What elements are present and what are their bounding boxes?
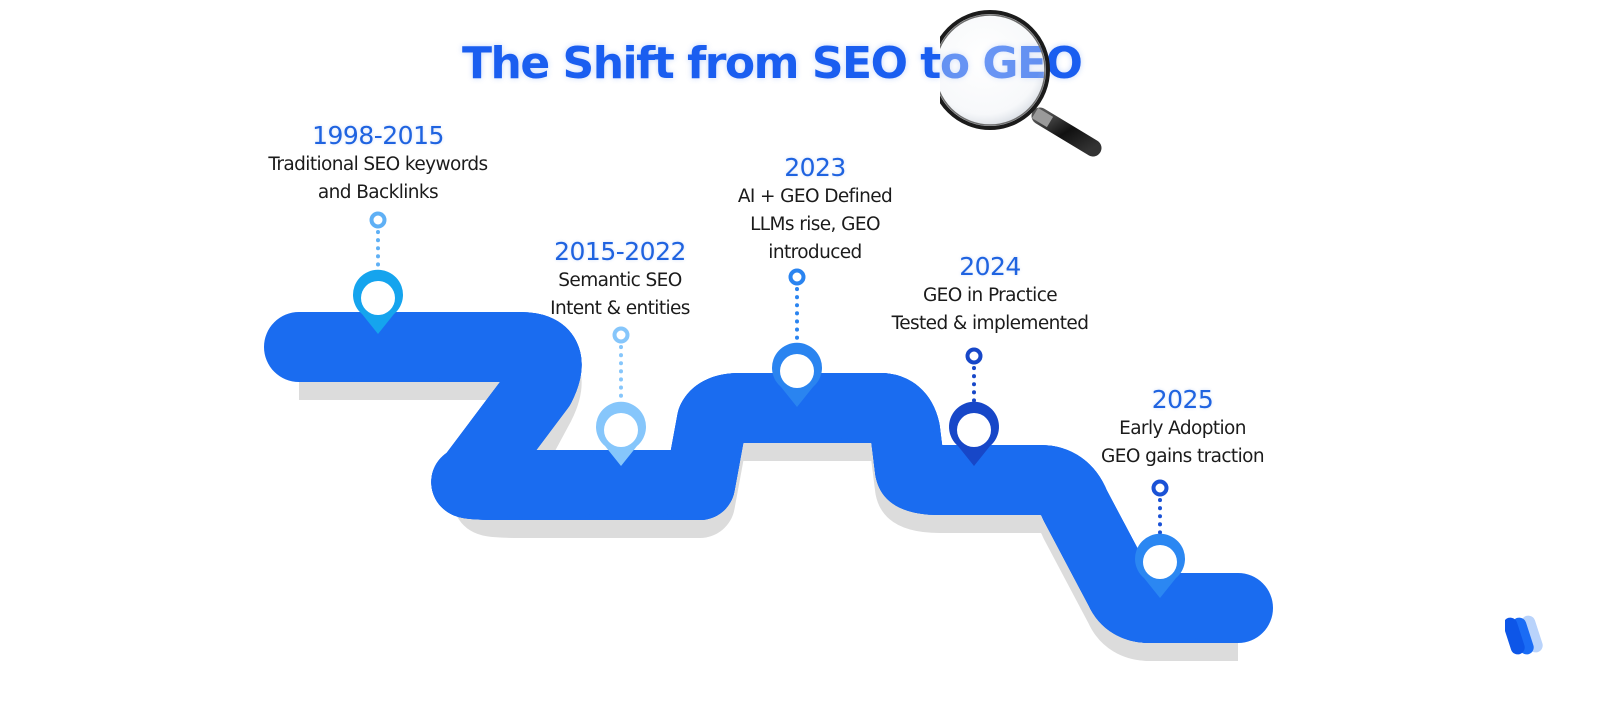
- map-pin-icon[interactable]: [1135, 479, 1185, 599]
- milestone-year: 2024: [959, 252, 1021, 281]
- milestone-year: 2023: [784, 153, 846, 182]
- milestone-description: GEO gains traction: [1101, 446, 1265, 467]
- milestone-description: Early Adoption: [1119, 418, 1246, 439]
- milestone-year: 2015-2022: [554, 237, 686, 266]
- milestone-description: Semantic SEO: [558, 270, 682, 291]
- milestone-description: Traditional SEO keywords: [268, 154, 488, 175]
- map-pin-icon[interactable]: [596, 326, 646, 467]
- map-pin-icon[interactable]: [772, 268, 822, 408]
- milestone-2023: 2023 AI + GEO Defined LLMs rise, GEO int…: [735, 153, 895, 267]
- milestone-description: LLMs rise, GEO: [750, 214, 880, 235]
- milestone-description: introduced: [768, 242, 862, 263]
- milestone-description: GEO in Practice: [922, 285, 1058, 306]
- map-pin-icon[interactable]: [949, 347, 999, 467]
- milestone-2025: 2025 Early Adoption GEO gains traction: [1090, 385, 1275, 471]
- brand-logo-icon: [1505, 615, 1543, 655]
- milestone-description: and Backlinks: [317, 182, 439, 203]
- milestone-2015-2022: 2015-2022 Semantic SEO Intent & entities: [545, 237, 695, 323]
- map-pin-icon[interactable]: [352, 211, 403, 335]
- magnifying-glass-icon: [940, 10, 1102, 157]
- milestone-description: AI + GEO Defined: [737, 186, 893, 207]
- milestone-description: Tested & implemented: [891, 313, 1089, 334]
- milestone-description: Intent & entities: [550, 298, 690, 319]
- milestone-1998-2015: 1998-2015 Traditional SEO keywords and B…: [258, 121, 498, 207]
- milestone-year: 2025: [1151, 385, 1214, 414]
- milestone-2024: 2024 GEO in Practice Tested & implemente…: [890, 252, 1090, 338]
- milestone-year: 1998-2015: [312, 121, 444, 150]
